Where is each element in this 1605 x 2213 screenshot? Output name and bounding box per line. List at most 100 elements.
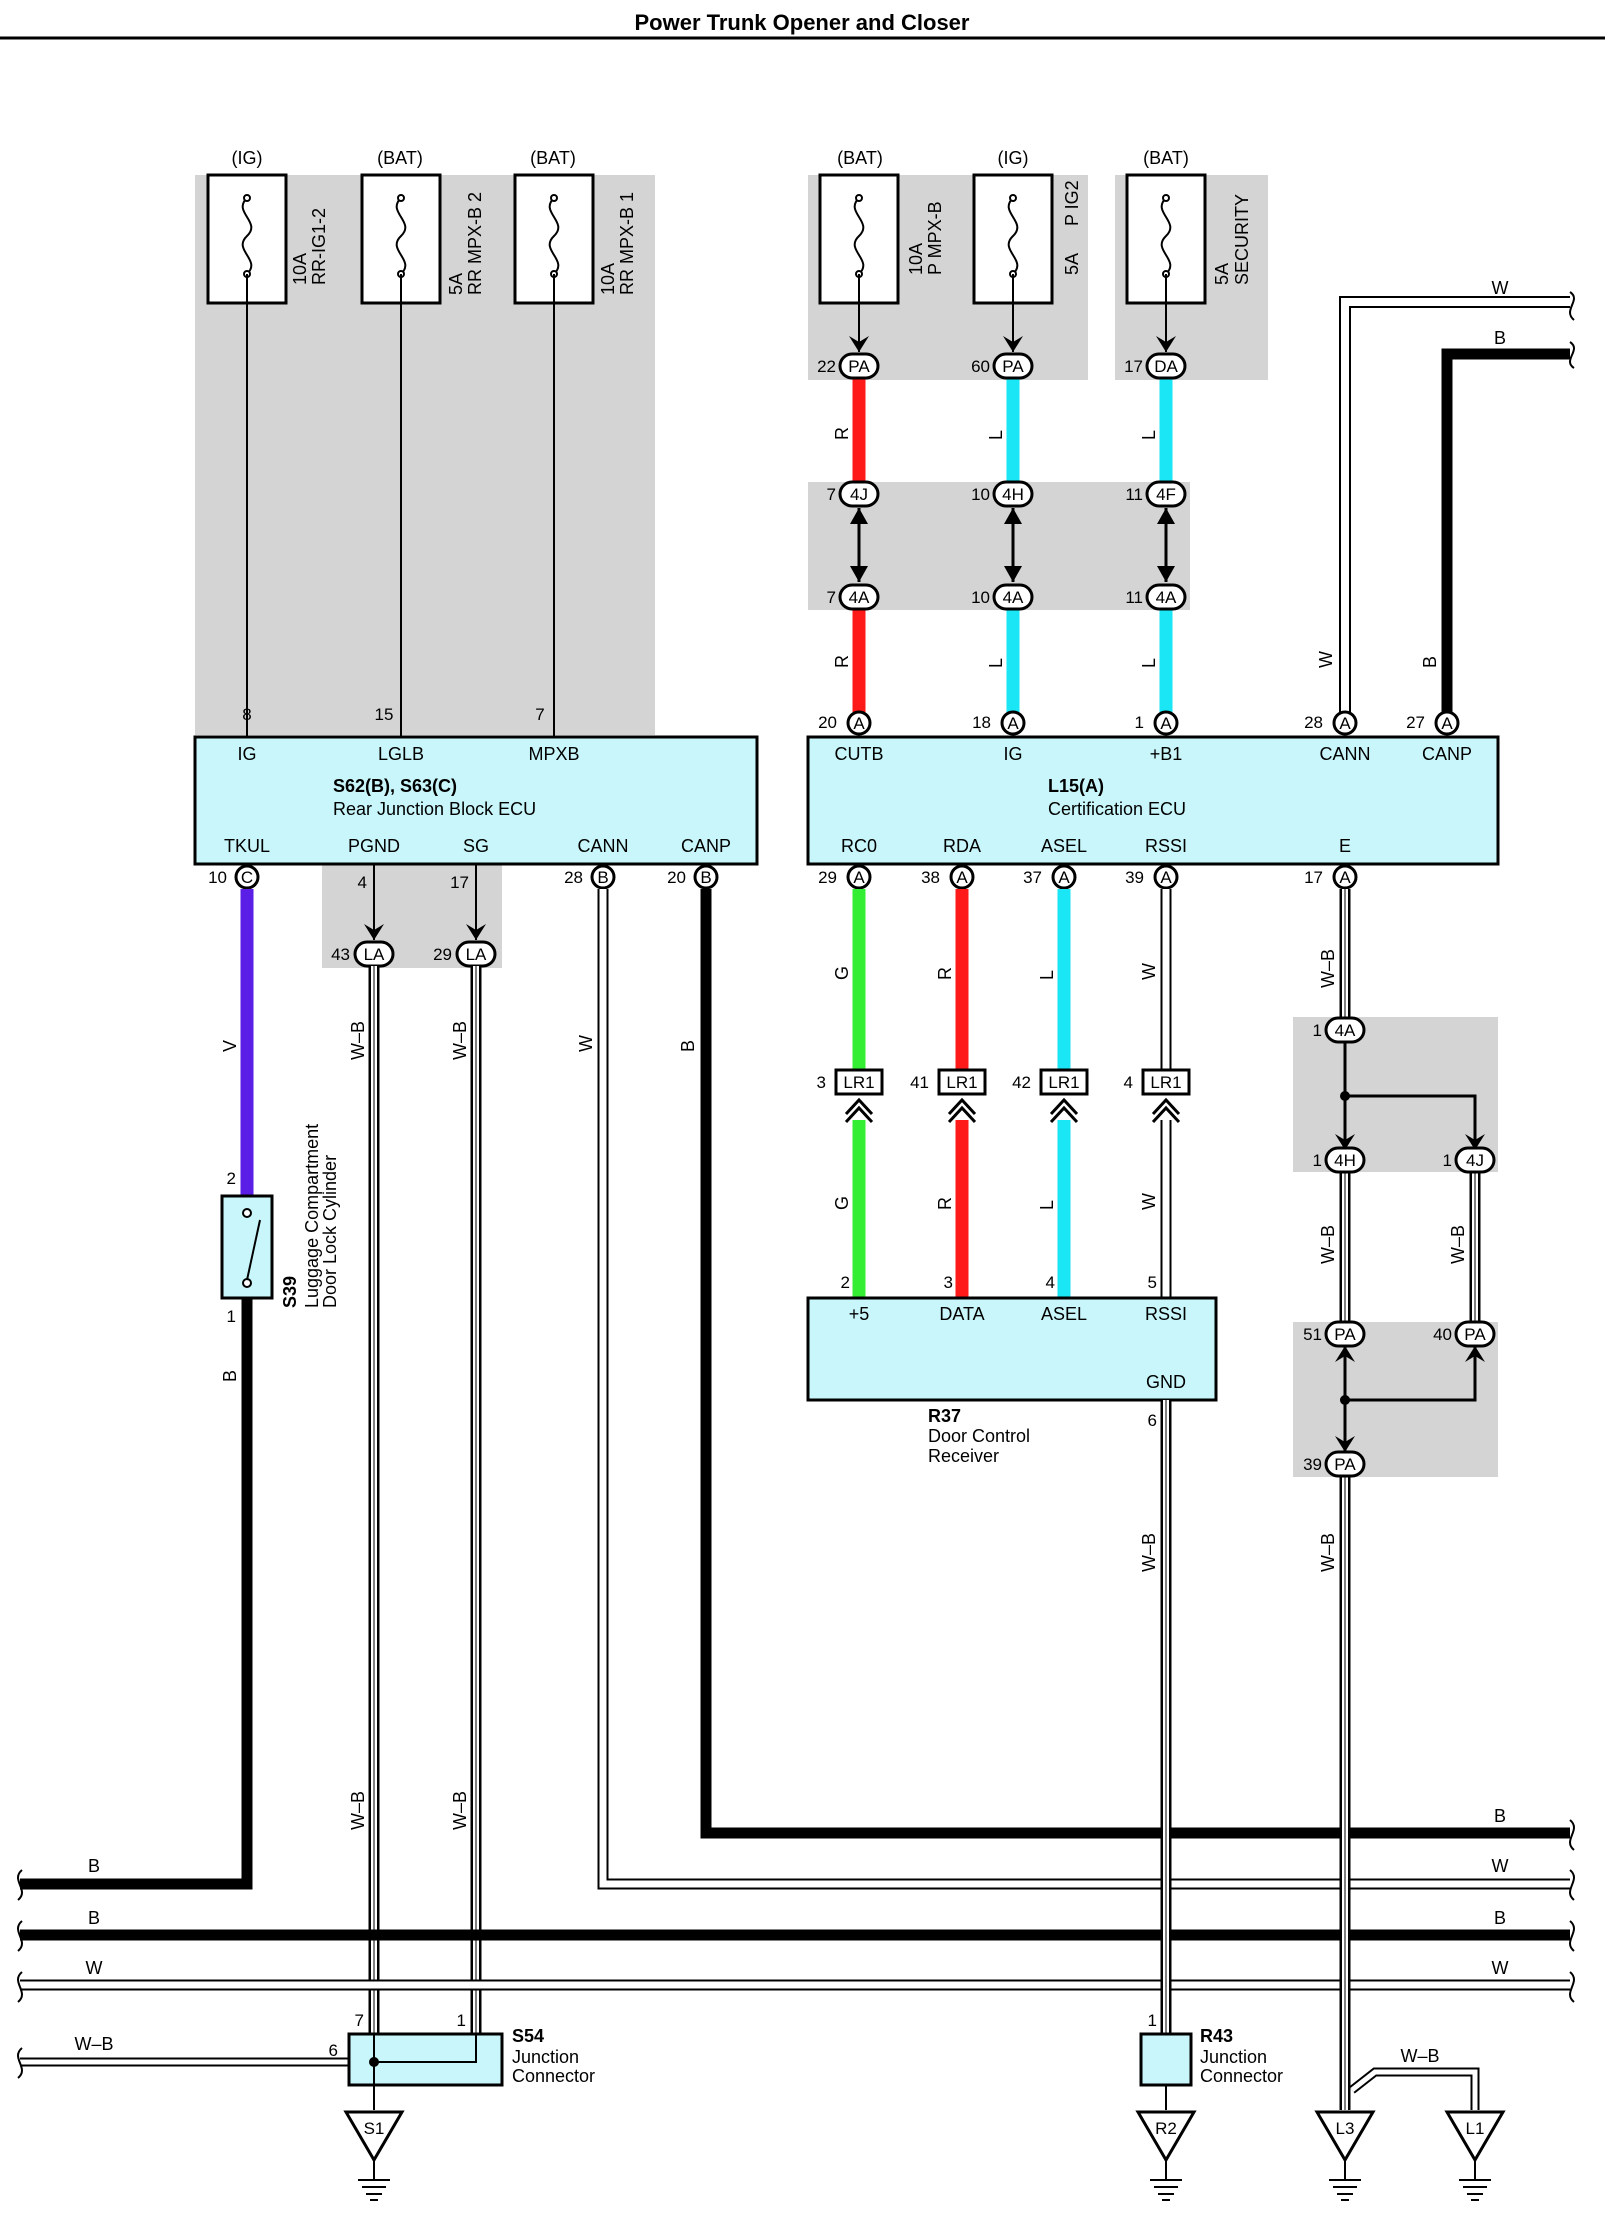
la-stubs — [364, 864, 486, 940]
svg-text:4H: 4H — [1334, 1151, 1356, 1170]
svg-text:GND: GND — [1146, 1372, 1186, 1392]
fuse-name: P IG2 — [1062, 180, 1082, 226]
svg-text:8: 8 — [242, 705, 251, 724]
svg-text:W–B: W–B — [450, 1021, 470, 1060]
svg-text:18: 18 — [972, 713, 991, 732]
svg-text:LR1: LR1 — [1150, 1073, 1181, 1092]
connector-lr1-41: 41 LR1 — [910, 1068, 987, 1124]
svg-text:LR1: LR1 — [1048, 1073, 1079, 1092]
svg-text:B: B — [1494, 1908, 1506, 1928]
svg-text:A: A — [1339, 868, 1351, 887]
svg-text:S39: S39 — [280, 1276, 300, 1308]
svg-text:7: 7 — [535, 705, 544, 724]
switch-s39: 2 1 S39 Luggage Compartment Door Lock Cy… — [220, 1124, 340, 1326]
fuse-name: SECURITY — [1232, 194, 1252, 285]
svg-text:4J: 4J — [850, 485, 868, 504]
svg-text:L: L — [1139, 430, 1159, 440]
svg-text:1: 1 — [1313, 1151, 1322, 1170]
svg-text:Receiver: Receiver — [928, 1446, 999, 1466]
fuse-name: RR-IG1-2 — [309, 208, 329, 285]
cert-ecu-bottom-pins: 29 A 38 A 37 A 39 A 17 A — [818, 864, 1358, 890]
svg-text:R: R — [832, 427, 852, 440]
svg-text:6: 6 — [329, 2041, 338, 2060]
svg-text:1: 1 — [1443, 1151, 1452, 1170]
connector-pa40: 40 PA — [1433, 1320, 1496, 1348]
svg-text:RSSI: RSSI — [1145, 1304, 1187, 1324]
svg-text:CANN: CANN — [1319, 744, 1370, 764]
svg-text:4F: 4F — [1156, 485, 1176, 504]
svg-text:38: 38 — [921, 868, 940, 887]
svg-text:CANP: CANP — [1422, 744, 1472, 764]
svg-text:IG: IG — [237, 744, 256, 764]
svg-text:CUTB: CUTB — [835, 744, 884, 764]
fuse-rr-mpxb2: (BAT) 5A RR MPX-B 2 — [360, 148, 485, 305]
svg-text:4: 4 — [358, 873, 367, 892]
svg-text:PA: PA — [848, 357, 870, 376]
svg-text:4A: 4A — [1003, 588, 1024, 607]
bottom-bus: B B W W W–B — [17, 1819, 1575, 2079]
svg-text:E: E — [1339, 836, 1351, 856]
fuse-amp: 5A — [1212, 263, 1232, 285]
rear-fuse-wires — [246, 274, 555, 737]
svg-text:7: 7 — [827, 588, 836, 607]
fuse-rr-ig1-2: (IG) 10A RR-IG1-2 — [206, 148, 329, 305]
svg-text:22: 22 — [817, 357, 836, 376]
svg-text:LGLB: LGLB — [378, 744, 424, 764]
cert-ecu-id: L15(A) — [1048, 776, 1104, 796]
connector-pa51: 51 PA — [1303, 1320, 1366, 1348]
fuse-amp: 10A — [290, 253, 310, 285]
svg-text:2: 2 — [227, 1169, 236, 1188]
svg-text:DA: DA — [1154, 357, 1178, 376]
wb-wires-rear: W–B W–B W–B W–B — [348, 966, 482, 2034]
connector-4a1: 1 4A — [1313, 1016, 1366, 1044]
fuse-source: (BAT) — [837, 148, 883, 168]
svg-text:7: 7 — [827, 485, 836, 504]
svg-text:Luggage Compartment: Luggage Compartment — [302, 1124, 322, 1308]
svg-text:11: 11 — [1125, 588, 1143, 607]
svg-text:B: B — [678, 1040, 698, 1052]
svg-text:B: B — [88, 1908, 100, 1928]
svg-text:4J: 4J — [1466, 1151, 1484, 1170]
wire-b-switch — [20, 1298, 253, 1890]
svg-text:W: W — [1316, 651, 1336, 668]
svg-text:17: 17 — [450, 873, 469, 892]
svg-text:IG: IG — [1003, 744, 1022, 764]
fuse-source: (BAT) — [1143, 148, 1189, 168]
svg-text:39: 39 — [1125, 868, 1144, 887]
svg-text:W–B: W–B — [1318, 1225, 1338, 1264]
svg-text:17: 17 — [1304, 868, 1323, 887]
svg-text:3: 3 — [817, 1073, 826, 1092]
connector-4a10: 10 4A — [971, 583, 1034, 611]
svg-text:W: W — [1492, 1856, 1509, 1876]
svg-text:W–B: W–B — [1318, 949, 1338, 988]
fuse-name: P MPX-B — [925, 201, 945, 275]
svg-text:4: 4 — [1046, 1273, 1055, 1292]
svg-text:3: 3 — [944, 1273, 953, 1292]
svg-text:10: 10 — [208, 868, 227, 887]
svg-text:PA: PA — [1334, 1455, 1356, 1474]
wire-w-cann-top — [1339, 296, 1570, 712]
svg-text:10: 10 — [971, 485, 990, 504]
svg-text:5: 5 — [1148, 1273, 1157, 1292]
svg-text:Door Control: Door Control — [928, 1426, 1030, 1446]
svg-text:A: A — [1007, 714, 1019, 733]
connector-4j7: 7 4J — [827, 480, 880, 508]
svg-text:11: 11 — [1125, 485, 1143, 504]
svg-text:R: R — [935, 1197, 955, 1210]
svg-text:PA: PA — [1334, 1325, 1356, 1344]
svg-text:Connector: Connector — [1200, 2066, 1283, 2086]
svg-text:6: 6 — [1148, 1411, 1157, 1430]
svg-text:B: B — [1420, 656, 1440, 668]
connector-pa39: 39 PA — [1303, 1450, 1366, 1478]
fuse-amp: 5A — [446, 273, 466, 295]
ground-s1: S1 — [343, 2110, 405, 2201]
connector-lr1-42: 42 LR1 — [1012, 1068, 1089, 1124]
svg-text:40: 40 — [1433, 1325, 1452, 1344]
connector-lr1-3: 3 LR1 — [817, 1068, 884, 1124]
rear-ecu-pins: 10 C 4 17 28 B 20 B — [208, 864, 719, 892]
svg-text:17: 17 — [1124, 357, 1143, 376]
connector-lr1-4: 4 LR1 — [1124, 1068, 1191, 1124]
connector-4h1: 1 4H — [1313, 1146, 1366, 1174]
svg-text:W–B: W–B — [450, 1791, 470, 1830]
svg-text:39: 39 — [1303, 1455, 1322, 1474]
